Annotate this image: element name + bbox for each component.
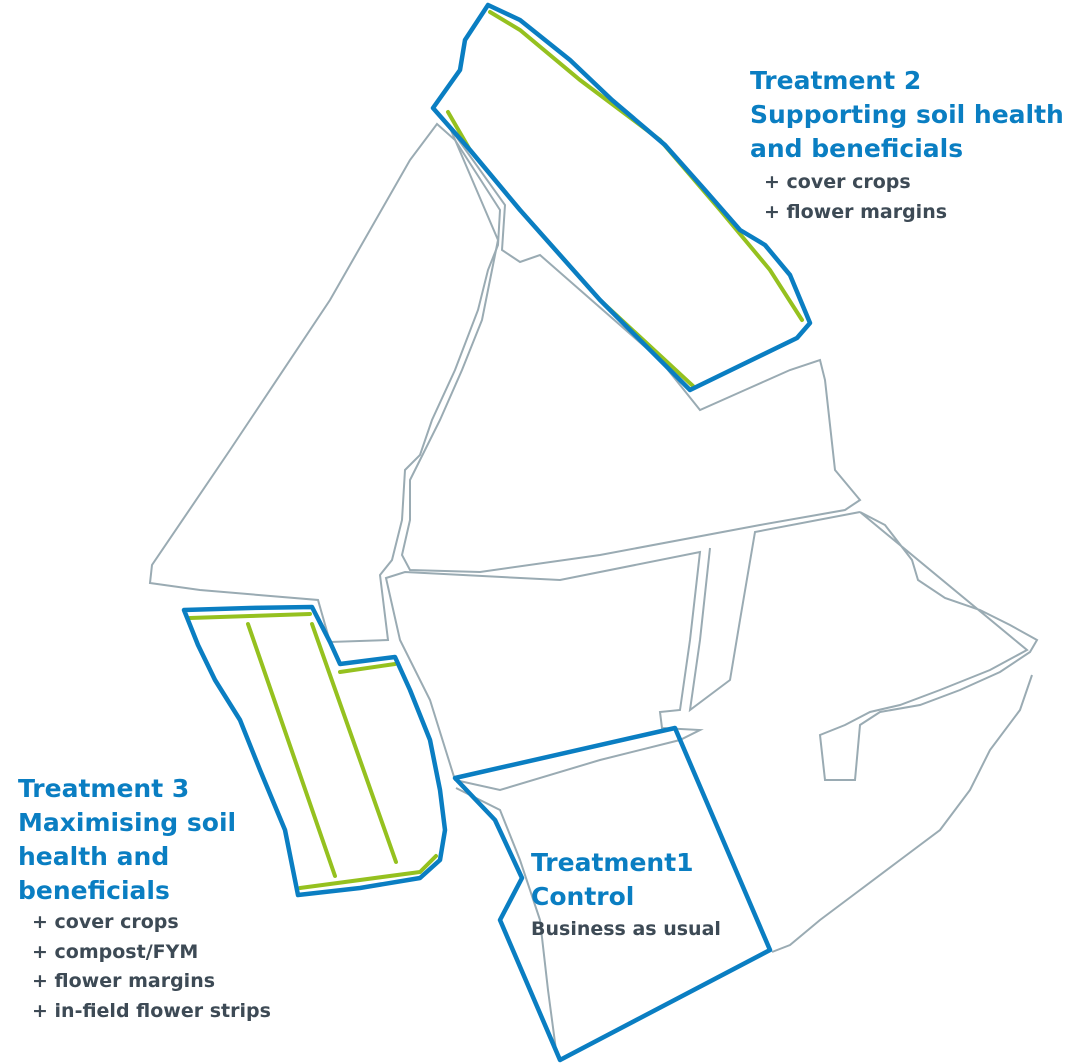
treatment-1-title: Treatment1	[531, 848, 694, 877]
flower-margin	[188, 612, 312, 620]
flower-margins	[188, 10, 804, 890]
treatment-3-title-4: beneficials	[18, 876, 170, 905]
treatment-3-item: + cover crops	[32, 911, 179, 933]
treatment-2-title-3: and beneficials	[750, 134, 964, 163]
treatment-3-outline	[181, 604, 448, 898]
flower-margin	[298, 854, 438, 890]
treatment-2-label: Treatment 2 Supporting soil health and b…	[750, 64, 1064, 227]
field-boundaries	[148, 122, 1039, 1051]
treatment-3-title: Treatment 3	[18, 774, 190, 803]
treatment-3-title-3: health and	[18, 842, 170, 871]
treatment-1-outline	[452, 725, 773, 1063]
field-east-strip	[688, 511, 861, 713]
field-west	[148, 122, 502, 644]
in-field-flower-strip	[310, 622, 398, 864]
treatment-1-title-2: Control	[531, 882, 635, 911]
treatment-3-items: + cover crops + compost/FYM + flower mar…	[18, 908, 271, 1026]
flower-margin	[338, 662, 397, 674]
treatment-1-subtitle: Business as usual	[531, 918, 721, 940]
treatment-3-item: + flower margins	[32, 970, 216, 992]
treatment-2-item: + cover crops	[764, 171, 911, 193]
treatment-2-title-2: Supporting soil health	[750, 100, 1064, 129]
treatment-3-item: + compost/FYM	[32, 940, 199, 963]
treatment-outlines	[181, 2, 813, 1063]
treatment-2-items: + cover crops + flower margins	[750, 168, 1064, 227]
field-south-centre	[384, 550, 704, 792]
treatment-3-item: + in-field flower strips	[32, 999, 271, 1022]
flower-margin	[446, 110, 695, 388]
treatment-2-title: Treatment 2	[750, 66, 922, 95]
treatment-1-label: Treatment1 Control Business as usual	[531, 846, 721, 944]
field-east	[818, 511, 1039, 781]
treatment-2-outline	[430, 2, 813, 393]
field-south-east	[455, 674, 1033, 1051]
in-field-flower-strip	[246, 622, 337, 878]
treatment-2-item: + flower margins	[764, 200, 948, 223]
field-centre	[400, 127, 862, 574]
treatment-3-title-2: Maximising soil	[18, 808, 237, 837]
treatment-3-label: Treatment 3 Maximising soil health and b…	[18, 772, 271, 1026]
